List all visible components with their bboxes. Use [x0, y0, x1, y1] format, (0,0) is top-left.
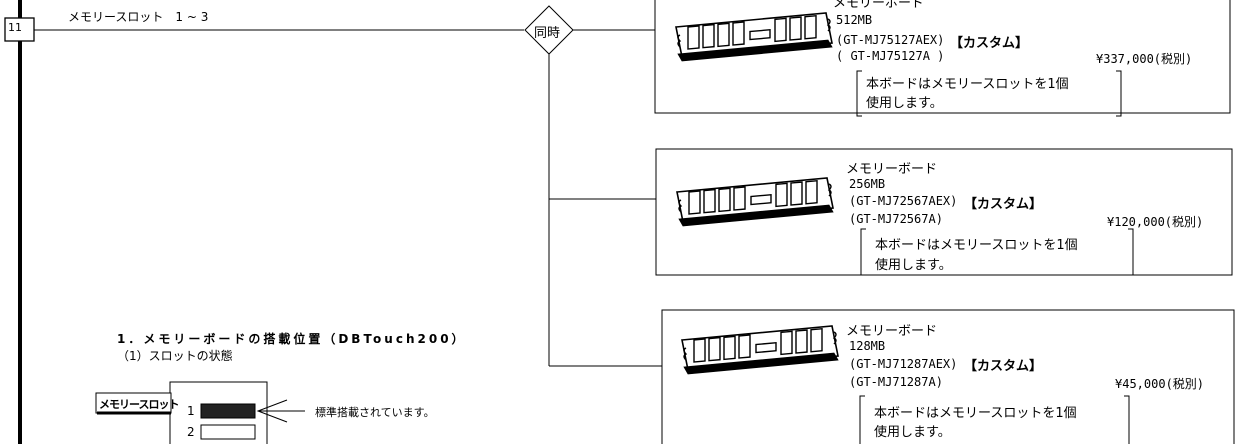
- board-capacity: 512MB: [836, 13, 873, 27]
- board-title: メモリーボード: [833, 0, 925, 11]
- board-note-line2: 使用します。: [866, 96, 943, 111]
- slot-number-2: 2: [187, 425, 195, 439]
- memory-slot-1-filled: [201, 404, 256, 419]
- memory-slot-2-empty: [201, 425, 256, 440]
- board-note-line1: 本ボードはメモリースロットを1個: [875, 238, 1078, 253]
- board-price: ¥120,000(税別): [1107, 215, 1204, 229]
- board-title: メモリーボード: [846, 324, 938, 339]
- simultaneous-label: 同時: [534, 26, 561, 41]
- board-note-line2: 使用します。: [874, 425, 951, 440]
- item-number: 11: [8, 21, 22, 34]
- board-model-custom: (GT-MJ75127AEX): [836, 33, 945, 47]
- board-capacity: 256MB: [849, 177, 886, 191]
- board-model: (GT-MJ71287A): [849, 375, 943, 389]
- custom-tag: 【カスタム】: [964, 359, 1043, 374]
- board-model: ( GT-MJ75127A ): [836, 49, 945, 63]
- board-note-line1: 本ボードはメモリースロットを1個: [866, 77, 1069, 92]
- board-model: (GT-MJ72567A): [849, 212, 943, 226]
- standard-note: 標準搭載されています。: [315, 406, 435, 419]
- item-label: メモリースロット 1 ~ 3: [68, 10, 209, 24]
- board-model-custom: (GT-MJ72567AEX): [849, 194, 958, 208]
- board-title: メモリーボード: [846, 162, 938, 177]
- memory-slot-label: メモリースロット: [99, 398, 179, 411]
- custom-tag: 【カスタム】: [964, 197, 1043, 212]
- slot-number-1: 1: [187, 404, 195, 418]
- section-subheading: （1）スロットの状態: [117, 349, 233, 363]
- board-note-line1: 本ボードはメモリースロットを1個: [874, 406, 1077, 421]
- board-price: ¥45,000(税別): [1115, 377, 1205, 391]
- custom-tag: 【カスタム】: [950, 36, 1029, 51]
- board-model-custom: (GT-MJ71287AEX): [849, 357, 958, 371]
- arrow-left-icon: [258, 400, 306, 422]
- section-heading: 1．メモリーボードの搭載位置（DBTouch200）: [117, 332, 467, 346]
- board-capacity: 128MB: [849, 339, 886, 353]
- board-note-line2: 使用します。: [875, 258, 952, 273]
- board-price: ¥337,000(税別): [1096, 52, 1193, 66]
